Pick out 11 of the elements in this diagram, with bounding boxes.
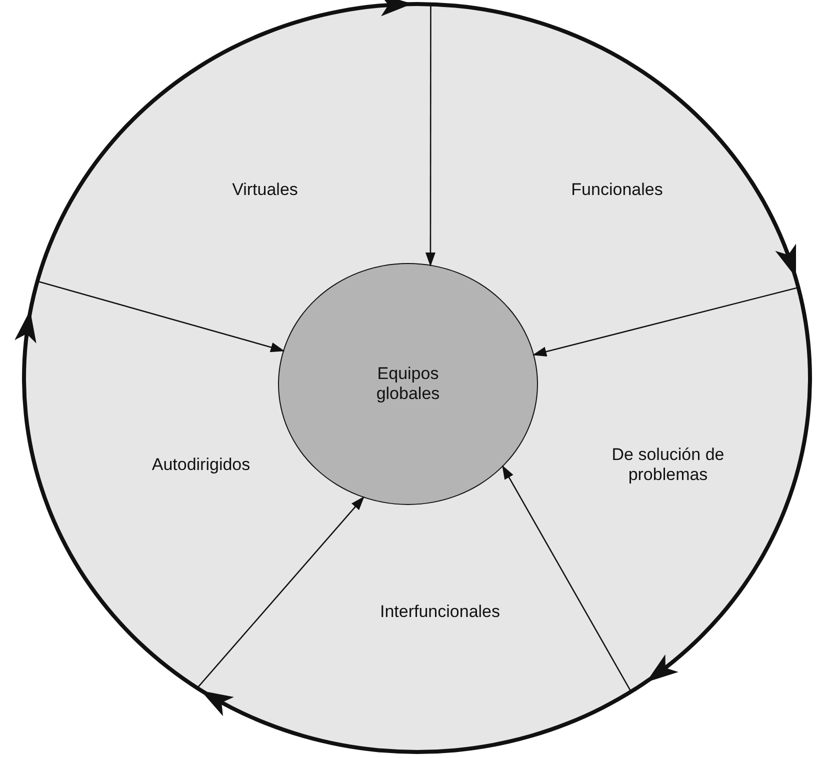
arrow xyxy=(37,280,285,352)
arrow xyxy=(425,4,436,267)
sector-label: De solución de problemas xyxy=(610,445,726,485)
arrow xyxy=(196,496,364,688)
node-label: Equipos globales xyxy=(375,364,441,404)
sector-label: Funcionales xyxy=(571,180,663,200)
sector-label: Interfuncionales xyxy=(380,602,500,622)
arrow xyxy=(532,286,798,357)
sector-label: Autodirigidos xyxy=(152,455,250,475)
arrow xyxy=(502,465,632,692)
sector-label: Virtuales xyxy=(232,180,298,200)
